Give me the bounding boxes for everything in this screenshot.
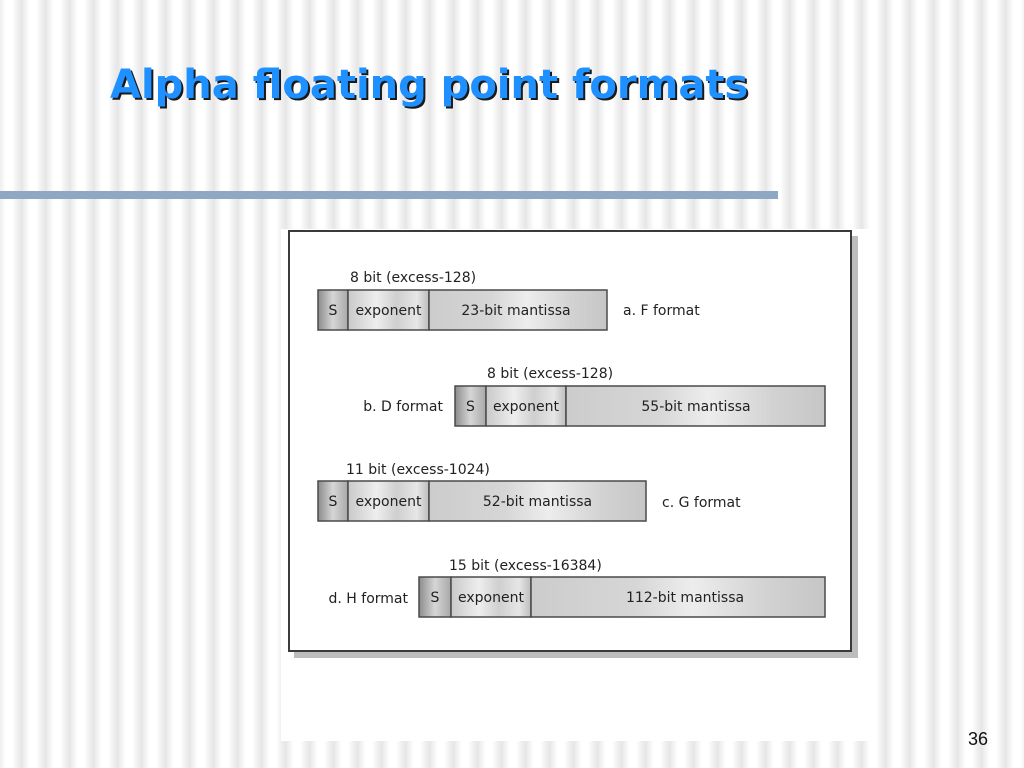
mantissa-label: 23-bit mantissa [461, 303, 570, 319]
mantissa-cell [428, 289, 608, 331]
exponent-cell [347, 289, 430, 331]
format-caption: d. H format [329, 591, 409, 607]
mantissa-label: 112-bit mantissa [626, 590, 744, 606]
sign-cell [317, 289, 349, 331]
format-caption: c. G format [662, 495, 741, 511]
exponent-label: exponent [493, 399, 559, 415]
exponent-note: 11 bit (excess-1024) [346, 462, 490, 478]
format-caption: a. F format [623, 303, 700, 319]
format-row-h: 15 bit (excess-16384) d. H format S expo… [329, 558, 826, 618]
mantissa-cell [565, 385, 826, 427]
exponent-cell [347, 480, 430, 522]
exponent-cell [450, 576, 532, 618]
exponent-label: exponent [356, 303, 422, 319]
exponent-label: exponent [458, 590, 524, 606]
format-row-d: 8 bit (excess-128) b. D format S exponen… [363, 366, 826, 427]
mantissa-label: 52-bit mantissa [483, 494, 592, 510]
mantissa-label: 55-bit mantissa [641, 399, 750, 415]
mantissa-cell [530, 576, 826, 618]
title-divider [0, 191, 778, 199]
sign-label: S [431, 590, 440, 606]
slide-title: Alpha floating point formats [110, 62, 749, 108]
formats-diagram: 8 bit (excess-128) S exponent 23-bit man… [317, 270, 826, 618]
mantissa-cell [428, 480, 647, 522]
format-row-f: 8 bit (excess-128) S exponent 23-bit man… [317, 270, 700, 331]
format-row-g: 11 bit (excess-1024) S exponent 52-bit m… [317, 462, 741, 522]
sign-label: S [466, 399, 475, 415]
sign-label: S [329, 303, 338, 319]
exponent-note: 8 bit (excess-128) [350, 270, 476, 286]
exponent-cell [485, 385, 567, 427]
exponent-label: exponent [356, 494, 422, 510]
page-number: 36 [967, 729, 988, 749]
exponent-note: 8 bit (excess-128) [487, 366, 613, 382]
format-caption: b. D format [363, 399, 443, 415]
exponent-note: 15 bit (excess-16384) [449, 558, 602, 574]
sign-label: S [329, 494, 338, 510]
sign-cell [418, 576, 452, 618]
sign-cell [454, 385, 487, 427]
formats-figure: 8 bit (excess-128) S exponent 23-bit man… [288, 230, 852, 652]
